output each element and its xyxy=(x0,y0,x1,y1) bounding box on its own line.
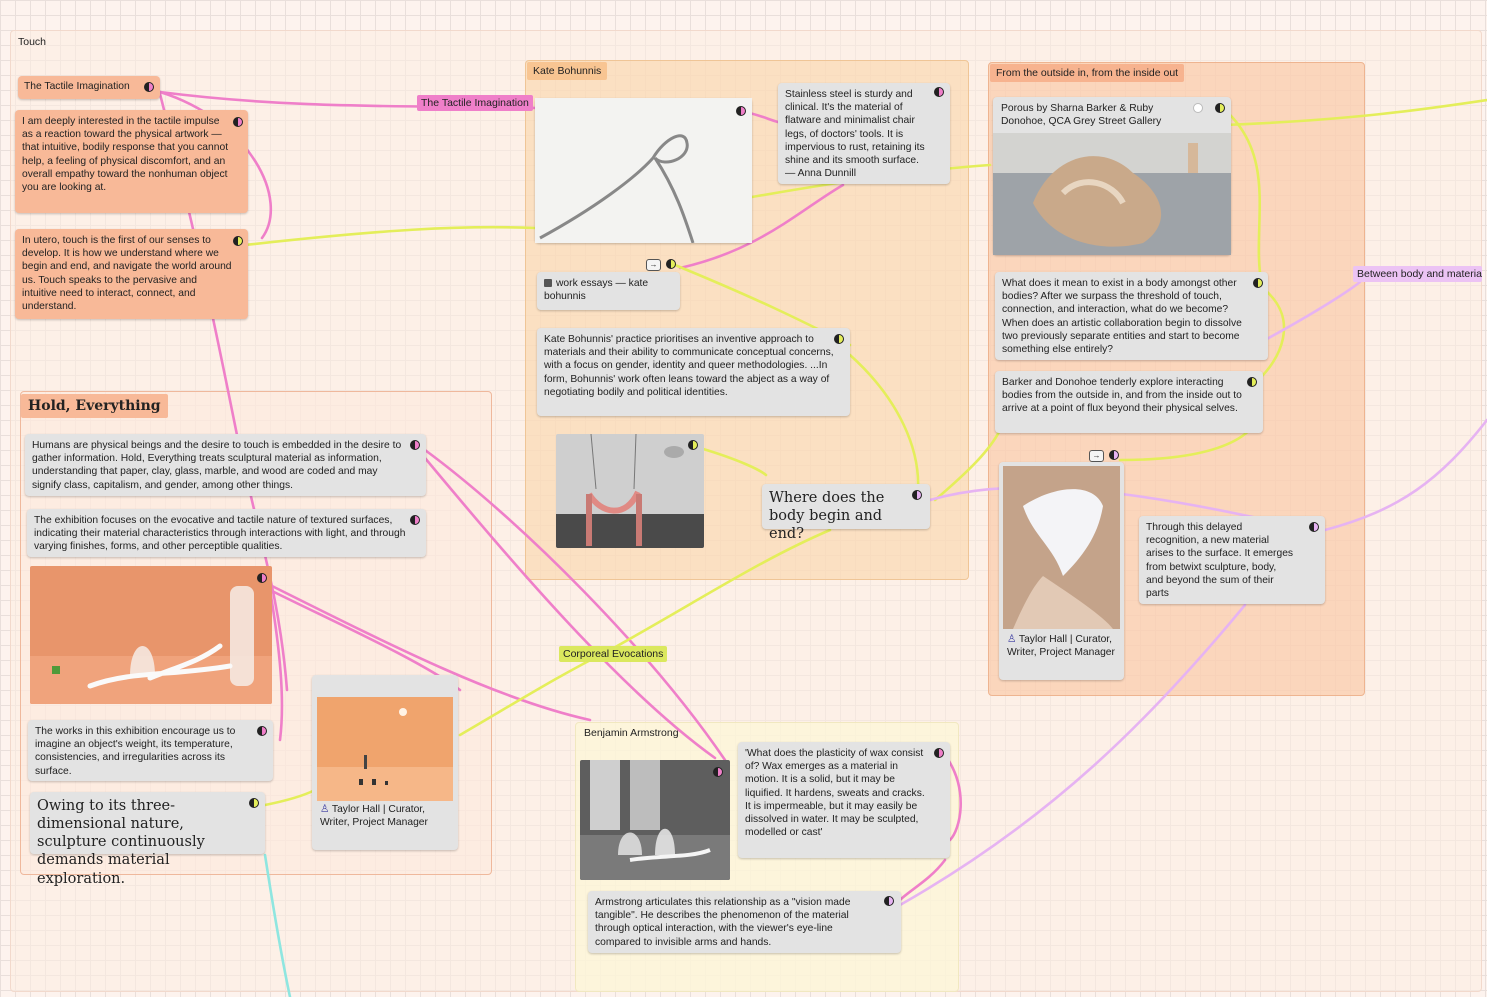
half-circle-dot-icon[interactable] xyxy=(688,440,698,450)
glass-sculpture-svg xyxy=(30,566,272,704)
edge-label-corporeal-evocations[interactable]: Corporeal Evocations xyxy=(559,646,668,662)
barker-donohoe-card[interactable]: Barker and Donohoe tenderly explore inte… xyxy=(995,371,1263,433)
delayed-recognition-text: Through this delayed recognition, a new … xyxy=(1146,522,1294,599)
owing-text: Owing to its three-dimensional nature, s… xyxy=(37,798,205,887)
half-circle-dot-icon[interactable] xyxy=(912,490,922,500)
taylor-left-caption: ♙ Taylor Hall | Curator, Writer, Project… xyxy=(320,803,450,829)
half-circle-dot-icon[interactable] xyxy=(144,82,154,92)
frame-hold-title: Hold, Everything xyxy=(21,394,168,418)
in-utero-text: In utero, touch is the first of our sens… xyxy=(22,235,232,312)
barker-donohoe-text: Barker and Donohoe tenderly explore inte… xyxy=(1002,377,1242,415)
taylor-hall-right-card[interactable]: ♙ Taylor Hall | Curator, Writer, Project… xyxy=(999,462,1124,680)
glass-clay-sculpture-image[interactable] xyxy=(30,566,272,704)
porous-photo xyxy=(993,133,1231,255)
taylor-left-text: Taylor Hall | Curator, Writer, Project M… xyxy=(320,804,428,829)
wire-sculpture-image-card[interactable] xyxy=(535,98,752,244)
half-circle-dot-icon[interactable] xyxy=(1309,522,1319,532)
delayed-recognition-card[interactable]: Through this delayed recognition, a new … xyxy=(1139,516,1325,604)
unlinked-dot-icon[interactable] xyxy=(1193,103,1203,113)
half-circle-dot-icon[interactable] xyxy=(934,748,944,758)
porous-image-card[interactable]: Porous by Sharna Barker & Ruby Donohoe, … xyxy=(993,97,1231,255)
half-circle-dot-icon[interactable] xyxy=(257,573,267,583)
external-link-icon[interactable]: → xyxy=(1089,450,1104,462)
half-circle-dot-icon[interactable] xyxy=(713,767,723,777)
half-circle-dot-icon[interactable] xyxy=(1109,450,1119,460)
half-circle-dot-icon[interactable] xyxy=(249,798,259,808)
humans-physical-beings-card[interactable]: Humans are physical beings and the desir… xyxy=(25,434,426,496)
kate-practice-card[interactable]: Kate Bohunnis' practice prioritises an i… xyxy=(537,328,850,416)
tactile-title-text: The Tactile Imagination xyxy=(24,81,130,92)
half-circle-dot-icon[interactable] xyxy=(666,259,676,269)
red-rope-sculpture-image[interactable] xyxy=(556,434,704,548)
white-fabric-photo xyxy=(1003,466,1120,629)
frame-touch-title: Touch xyxy=(18,36,47,48)
work-essays-link-card[interactable]: work essays — kate bohunnis xyxy=(537,272,680,310)
armstrong-vision-card[interactable]: Armstrong articulates this relationship … xyxy=(588,891,901,953)
frame-outside-title: From the outside in, from the inside out xyxy=(990,64,1185,82)
half-circle-dot-icon[interactable] xyxy=(884,896,894,906)
works-encourage-card[interactable]: The works in this exhibition encourage u… xyxy=(28,720,273,781)
stainless-steel-text: Stainless steel is sturdy and clinical. … xyxy=(785,89,925,180)
taylor-right-caption: ♙ Taylor Hall | Curator, Writer, Project… xyxy=(1007,633,1117,659)
half-circle-dot-icon[interactable] xyxy=(1253,278,1263,288)
half-circle-dot-icon[interactable] xyxy=(410,515,420,525)
half-circle-dot-icon[interactable] xyxy=(257,726,267,736)
exhibition-focus-card[interactable]: The exhibition focuses on the evocative … xyxy=(27,509,426,557)
in-utero-card[interactable]: In utero, touch is the first of our sens… xyxy=(15,229,248,319)
tactile-impulse-text: I am deeply interested in the tactile im… xyxy=(22,116,229,193)
porous-caption: Porous by Sharna Barker & Ruby Donohoe, … xyxy=(1001,103,1162,128)
person-icon: ♙ xyxy=(320,804,330,815)
owing-three-dimensional-card[interactable]: Owing to its three-dimensional nature, s… xyxy=(30,792,265,887)
tactile-impulse-card[interactable]: I am deeply interested in the tactile im… xyxy=(15,110,248,213)
taylor-hall-left-card[interactable]: ♙ Taylor Hall | Curator, Writer, Project… xyxy=(312,675,458,850)
what-does-it-mean-card[interactable]: What does it mean to exist in a body amo… xyxy=(995,272,1268,360)
edge-label-tactile-imagination[interactable]: The Tactile Imagination xyxy=(417,95,533,111)
half-circle-dot-icon[interactable] xyxy=(233,236,243,246)
tactile-imagination-title-card[interactable]: The Tactile Imagination xyxy=(18,76,160,99)
kate-practice-text: Kate Bohunnis' practice prioritises an i… xyxy=(544,334,834,398)
half-circle-dot-icon[interactable] xyxy=(1215,103,1225,113)
wire-sculpture-image xyxy=(535,98,752,244)
edge-label-between-body[interactable]: Between body and materia xyxy=(1353,266,1482,282)
red-rope-sculpture-svg xyxy=(556,434,704,548)
half-circle-dot-icon[interactable] xyxy=(934,87,944,97)
frame-ben-title: Benjamin Armstrong xyxy=(584,727,679,739)
exhibition-text: The exhibition focuses on the evocative … xyxy=(34,515,406,553)
half-circle-dot-icon[interactable] xyxy=(233,117,243,127)
wax-plasticity-text: 'What does the plasticity of wax consist… xyxy=(745,748,925,839)
wax-sculpture-svg xyxy=(580,760,730,880)
external-link-icon[interactable]: → xyxy=(646,259,661,271)
what-does-it-mean-text: What does it mean to exist in a body amo… xyxy=(1002,278,1242,355)
half-circle-dot-icon[interactable] xyxy=(1247,377,1257,387)
frame-kate-title: Kate Bohunnis xyxy=(527,62,608,80)
stainless-steel-quote-card[interactable]: Stainless steel is sturdy and clinical. … xyxy=(778,83,950,184)
half-circle-dot-icon[interactable] xyxy=(410,440,420,450)
document-icon xyxy=(544,279,552,288)
wax-plasticity-quote-card[interactable]: 'What does the plasticity of wax consist… xyxy=(738,742,950,858)
person-icon: ♙ xyxy=(1007,634,1017,645)
works-encourage-text: The works in this exhibition encourage u… xyxy=(35,726,236,777)
wax-sculpture-bw-image[interactable] xyxy=(580,760,730,880)
orange-room-photo xyxy=(317,697,453,801)
half-circle-dot-icon[interactable] xyxy=(834,334,844,344)
taylor-right-text: Taylor Hall | Curator, Writer, Project M… xyxy=(1007,634,1115,659)
half-circle-dot-icon[interactable] xyxy=(736,106,746,116)
where-body-question-card[interactable]: Where does the body begin and end? xyxy=(762,484,930,542)
humans-text: Humans are physical beings and the desir… xyxy=(32,440,402,491)
where-body-text: Where does the body begin and end? xyxy=(769,490,885,543)
armstrong-vision-text: Armstrong articulates this relationship … xyxy=(595,897,851,948)
work-essays-text: work essays — kate bohunnis xyxy=(544,278,649,303)
